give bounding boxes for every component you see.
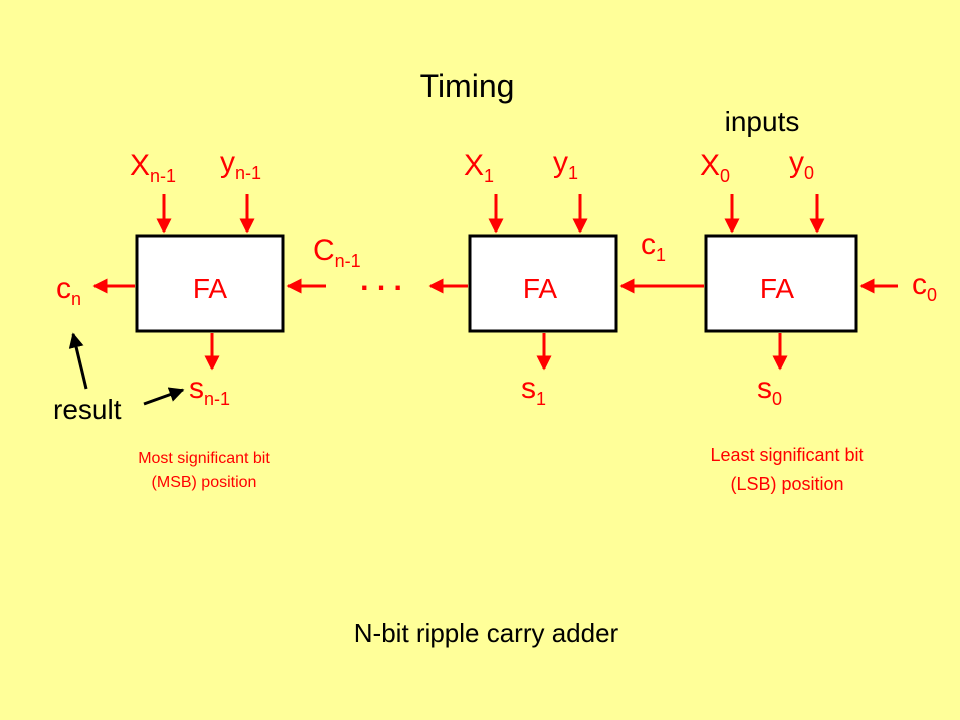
carry-out-label-msb: cn xyxy=(56,272,81,309)
sum-label-bit1: s1 xyxy=(521,372,546,409)
diagram-caption: N-bit ripple carry adder xyxy=(354,618,619,648)
input-label-y-lsb: y0 xyxy=(789,146,814,183)
input-label-y-bit1-base: y xyxy=(553,146,568,179)
carry-in-label-msb-sub: n-1 xyxy=(335,251,361,271)
input-label-y-msb-base: y xyxy=(220,146,235,179)
carry-in-label-msb-base: C xyxy=(313,234,335,267)
carry-in-label-bit1: c1 xyxy=(641,228,666,265)
carry-in-label-bit1-sub: 1 xyxy=(656,245,666,265)
sum-label-msb-sub: n-1 xyxy=(204,389,230,409)
full-adder-label-bit1: FA xyxy=(523,273,558,304)
input-label-y-msb: yn-1 xyxy=(220,146,261,183)
input-label-y-lsb-sub: 0 xyxy=(804,163,814,183)
carry-out-label-msb-base: c xyxy=(56,272,71,305)
input-label-x-msb-base: X xyxy=(130,149,150,182)
input-label-y-bit1: y1 xyxy=(553,146,578,183)
full-adder-label-lsb: FA xyxy=(760,273,795,304)
input-label-y-bit1-sub: 1 xyxy=(568,163,578,183)
sum-label-msb-base: s xyxy=(189,372,204,405)
full-adder-box-lsb xyxy=(704,234,858,333)
input-label-x-lsb: X0 xyxy=(700,149,730,186)
msb-note-line2: (MSB) position xyxy=(152,474,257,491)
sum-label-lsb-sub: 0 xyxy=(772,389,782,409)
carry-in-label-lsb-sub: 0 xyxy=(927,285,937,305)
sum-label-msb: sn-1 xyxy=(189,372,230,409)
carry-in-label-bit1-base: c xyxy=(641,228,656,261)
input-label-x-lsb-base: X xyxy=(700,149,720,182)
inputs-label: inputs xyxy=(725,106,800,137)
full-adder-box-msb xyxy=(135,234,285,333)
full-adder-box-bit1 xyxy=(468,234,618,333)
input-label-x-bit1-sub: 1 xyxy=(484,166,494,186)
page-title: Timing xyxy=(420,68,515,104)
ellipsis: . . . xyxy=(360,264,402,297)
sum-label-bit1-base: s xyxy=(521,372,536,405)
input-label-y-msb-sub: n-1 xyxy=(235,163,261,183)
sum-label-bit1-sub: 1 xyxy=(536,389,546,409)
result-label: result xyxy=(53,394,122,425)
result-pointer-carry xyxy=(68,332,88,390)
carry-in-label-lsb-base: c xyxy=(912,268,927,301)
carry-out-label-msb-sub: n xyxy=(71,289,81,309)
carry-in-label-lsb: c0 xyxy=(912,268,937,305)
full-adder-label-msb: FA xyxy=(193,273,228,304)
input-label-x-msb: Xn-1 xyxy=(130,149,176,186)
input-label-y-lsb-base: y xyxy=(789,146,804,179)
lsb-note-line1: Least significant bit xyxy=(710,445,863,465)
input-label-x-bit1: X1 xyxy=(464,149,494,186)
input-label-x-bit1-base: X xyxy=(464,149,484,182)
sum-label-lsb-base: s xyxy=(757,372,772,405)
input-label-x-lsb-sub: 0 xyxy=(720,166,730,186)
msb-note-line1: Most significant bit xyxy=(138,450,270,467)
lsb-note-line2: (LSB) position xyxy=(730,474,843,494)
sum-label-lsb: s0 xyxy=(757,372,782,409)
result-pointer-sum xyxy=(143,387,185,406)
carry-in-label-msb: Cn-1 xyxy=(313,234,361,271)
input-label-x-msb-sub: n-1 xyxy=(150,166,176,186)
